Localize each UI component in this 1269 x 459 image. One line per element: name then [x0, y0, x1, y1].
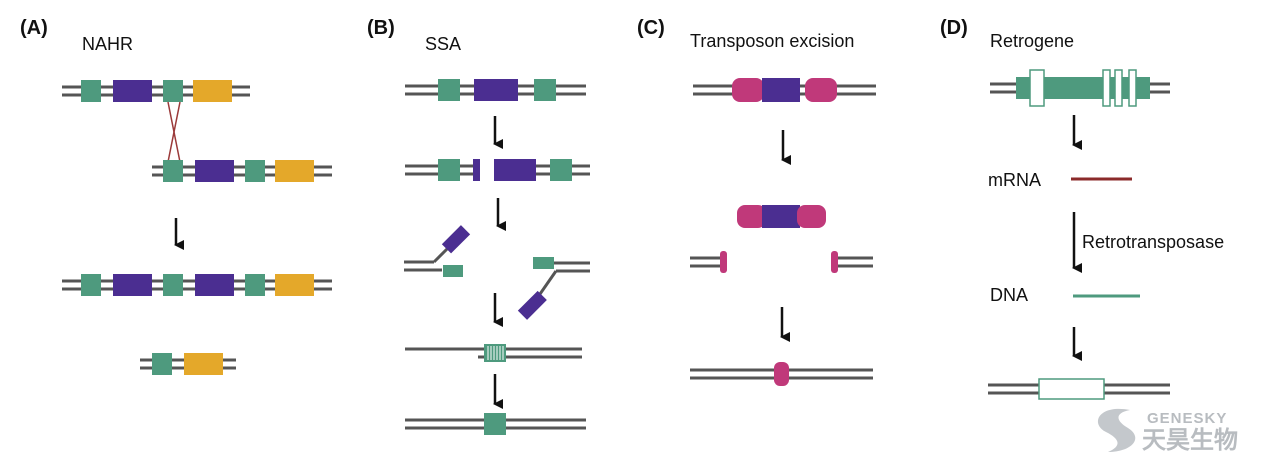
intron	[1029, 69, 1045, 107]
panel-b-title: SSA	[425, 34, 461, 54]
logo-swirl-icon	[1098, 408, 1136, 452]
logo-text-en: GENESKY	[1147, 410, 1227, 427]
gene-block	[474, 79, 518, 101]
repeat-block	[550, 159, 572, 181]
repeat-block	[245, 160, 265, 182]
gene-block	[275, 160, 314, 182]
panel-d-letter: (D)	[940, 17, 968, 39]
transposon-body	[762, 205, 800, 228]
repaired-chromosome	[690, 362, 873, 386]
panel-d: (D) Retrogene mRNA Retrotransposase DNA	[940, 17, 1224, 400]
dna-label: DNA	[990, 285, 1028, 305]
terminal-repeat	[805, 78, 837, 102]
repeat-block	[163, 274, 183, 296]
panel-a-title: NAHR	[82, 34, 133, 54]
excised-transposon	[737, 205, 826, 228]
gene-block	[113, 80, 152, 102]
ssa-intact-chromosome	[405, 79, 586, 101]
gene-block	[193, 80, 232, 102]
panel-c-letter: (C)	[637, 17, 665, 39]
ssa-double-strand-break	[405, 159, 590, 181]
repeat-block	[534, 79, 556, 101]
repeat-block	[438, 79, 460, 101]
repeat-block	[163, 160, 183, 182]
gene-fragment	[473, 159, 480, 181]
nahr-chromosome-top	[62, 80, 250, 102]
ssa-resected-ends	[404, 225, 590, 320]
logo-text-cn: 天昊生物	[1142, 426, 1238, 454]
retrotransposase-label: Retrotransposase	[1082, 232, 1224, 252]
gene-block	[195, 274, 234, 296]
repeat-strand	[443, 265, 463, 277]
mrna-label: mRNA	[988, 170, 1041, 190]
repeat-block	[81, 274, 101, 296]
panel-b-letter: (B)	[367, 17, 395, 39]
transposon-body	[762, 78, 800, 102]
repeat-block	[245, 274, 265, 296]
repeat-block	[152, 353, 172, 375]
repeat-strand	[533, 257, 554, 269]
terminal-repeat	[732, 78, 764, 102]
nahr-deletion-product	[140, 353, 236, 375]
intron	[1128, 69, 1137, 107]
ssa-product	[405, 413, 586, 435]
footprint	[774, 362, 789, 386]
panel-a-letter: (A)	[20, 17, 48, 39]
crossover-lines	[167, 101, 181, 163]
repeat-block	[81, 80, 101, 102]
gene-block	[184, 353, 223, 375]
repeat-block	[438, 159, 460, 181]
panel-c: (C) Transposon excision	[637, 17, 876, 386]
gene-block	[195, 160, 234, 182]
retrogene-block	[1038, 378, 1105, 400]
source-gene	[990, 69, 1170, 107]
gene-block	[494, 159, 536, 181]
retrogene-insertion	[988, 378, 1170, 400]
nahr-chromosome-bottom	[152, 160, 332, 182]
genesky-logo: GENESKY 天昊生物	[1098, 408, 1238, 454]
cut-end	[831, 251, 838, 273]
intron	[1102, 69, 1111, 107]
panel-a: (A) NAHR	[20, 17, 332, 375]
transposon-in-chromosome	[693, 78, 876, 102]
nahr-duplication-product	[62, 274, 332, 296]
gene-flap	[517, 290, 547, 320]
repeat-block	[163, 80, 183, 102]
gene-block	[275, 274, 314, 296]
broken-chromosome	[690, 251, 873, 273]
gene-flap	[441, 225, 471, 254]
panel-c-title: Transposon excision	[690, 31, 854, 51]
cut-end	[720, 251, 727, 273]
panel-b: (B) SSA	[367, 17, 590, 435]
terminal-repeat	[797, 205, 826, 228]
panel-d-title: Retrogene	[990, 31, 1074, 51]
intron	[1114, 69, 1123, 107]
terminal-repeat	[737, 205, 766, 228]
repeat-block	[484, 413, 506, 435]
gene-block	[113, 274, 152, 296]
ssa-annealing	[405, 344, 582, 362]
